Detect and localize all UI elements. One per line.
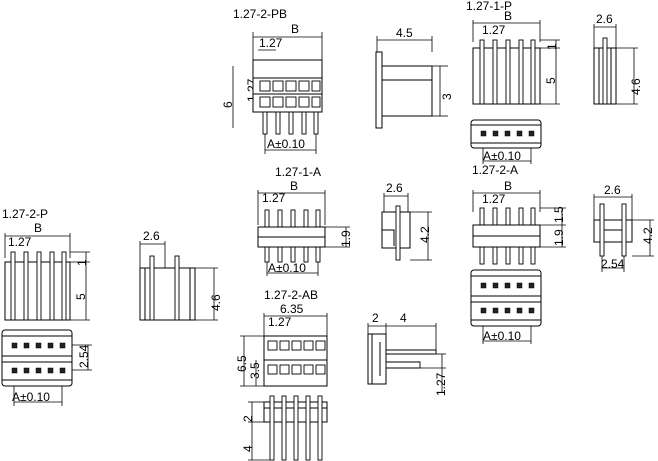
ab-pitch-label: 1.27 <box>268 315 292 329</box>
pb-side-width-label: 4.5 <box>396 26 413 40</box>
ab-lower-pins <box>269 395 323 461</box>
a2-bottom-view: A±0.10 <box>470 269 542 344</box>
ab-title: 1.27-2-AB <box>264 288 318 302</box>
a2-b-label: B <box>504 179 512 193</box>
ab-sockets <box>267 340 326 375</box>
pb-pitch-label: 1.27 <box>259 36 283 50</box>
ab-width-label: 6.35 <box>280 302 304 316</box>
p2-bottom-view: 2.54 A±0.10 <box>1 329 92 406</box>
pb-front-view: 1.27-2-PB B 1.27 6 1.27 <box>221 7 323 154</box>
ab-side-pitch-label: 1.27 <box>434 372 448 396</box>
p2-title: 1.27-2-P <box>2 207 48 221</box>
ab-lower-view: 2 4 <box>241 395 328 461</box>
p1-title: 1.27-1-P <box>466 0 512 13</box>
ab-front-view: 1.27-2-AB 6.35 1.27 6.5 3.5 <box>235 288 328 387</box>
p1-a-label: A±0.10 <box>483 149 521 163</box>
p2-side-width-label: 2.6 <box>143 229 160 243</box>
pb-sockets <box>259 80 321 108</box>
a1-side-width-label: 2.6 <box>386 181 403 195</box>
p2-b-label: B <box>34 221 42 235</box>
pb-height-label: 6 <box>221 101 235 108</box>
pb-title: 1.27-2-PB <box>233 7 287 21</box>
a1-front-view: 1.27-1-A B 1.27 1.9 A±0.10 <box>257 165 353 276</box>
a1-title: 1.27-1-A <box>275 165 321 179</box>
p2-bottom-pitch-label: 2.54 <box>77 344 91 368</box>
a2-a-label: A±0.10 <box>483 329 521 343</box>
a2-side-view: 2.6 4.2 2.54 <box>593 183 655 272</box>
a1-side-height-label: 4.2 <box>418 226 432 243</box>
pb-pins <box>262 111 319 135</box>
p1-pitch-label: 1.27 <box>482 23 506 37</box>
p1-side-height-label: 4.6 <box>629 78 643 95</box>
a1-height-label: 1.9 <box>339 230 353 247</box>
ab-side-a-label: 2 <box>372 311 379 325</box>
a1-side-view: 2.6 4.2 <box>381 181 432 261</box>
pb-side-view: 4.5 3 <box>375 26 454 129</box>
a2-side-pitch-label: 2.54 <box>601 257 625 271</box>
pb-side-height-label: 3 <box>440 93 454 100</box>
p2-pitch-label: 1.27 <box>8 235 32 249</box>
ab-h1-label: 6.5 <box>235 355 249 372</box>
p1-top-label: 1 <box>545 43 559 50</box>
a2-pitch-label: 1.27 <box>482 192 506 206</box>
p1-bottom-view: A±0.10 <box>470 119 542 164</box>
p2-front-view: 1.27-2-P B 1.27 1 5 <box>2 207 90 321</box>
ab-side-view: 2 4 1.27 <box>367 311 448 396</box>
p2-side-view: 2.6 4.6 <box>139 229 223 321</box>
a2-side-height-label: 4.2 <box>641 227 655 244</box>
p1-front-view: 1.27-1-P B 1.27 1 5 <box>466 0 560 105</box>
p1-side-width-label: 2.6 <box>596 12 613 26</box>
ab-side-b-label: 4 <box>400 311 407 325</box>
pb-a-label: A±0.10 <box>267 137 305 151</box>
a1-a-label: A±0.10 <box>268 261 306 275</box>
p1-b-label: B <box>504 9 512 23</box>
a1-b-label: B <box>290 179 298 193</box>
p1-pins <box>479 39 536 105</box>
p2-top-label: 1 <box>75 259 89 266</box>
a2-side-width-label: 2.6 <box>604 183 621 197</box>
a2-front-view: 1.27-2-A B 1.27 1.9 1.5 <box>472 163 566 265</box>
a2-h2-label: 1.5 <box>552 206 566 223</box>
a2-title: 1.27-2-A <box>472 163 518 177</box>
pb-b-label: B <box>291 22 299 36</box>
ab-h2-label: 3.5 <box>248 362 262 379</box>
p2-pins <box>10 251 67 321</box>
a2-h1-label: 1.9 <box>552 229 566 246</box>
p1-side-view: 2.6 4.6 <box>593 12 643 105</box>
p2-len-label: 5 <box>74 293 88 300</box>
a1-pitch-label: 1.27 <box>262 191 286 205</box>
p2-side-height-label: 4.6 <box>209 294 223 311</box>
p2-a-label: A±0.10 <box>12 390 50 404</box>
ab-lower-b-label: 4 <box>241 445 255 452</box>
ab-lower-a-label: 2 <box>241 415 255 422</box>
p1-len-label: 5 <box>544 77 558 84</box>
